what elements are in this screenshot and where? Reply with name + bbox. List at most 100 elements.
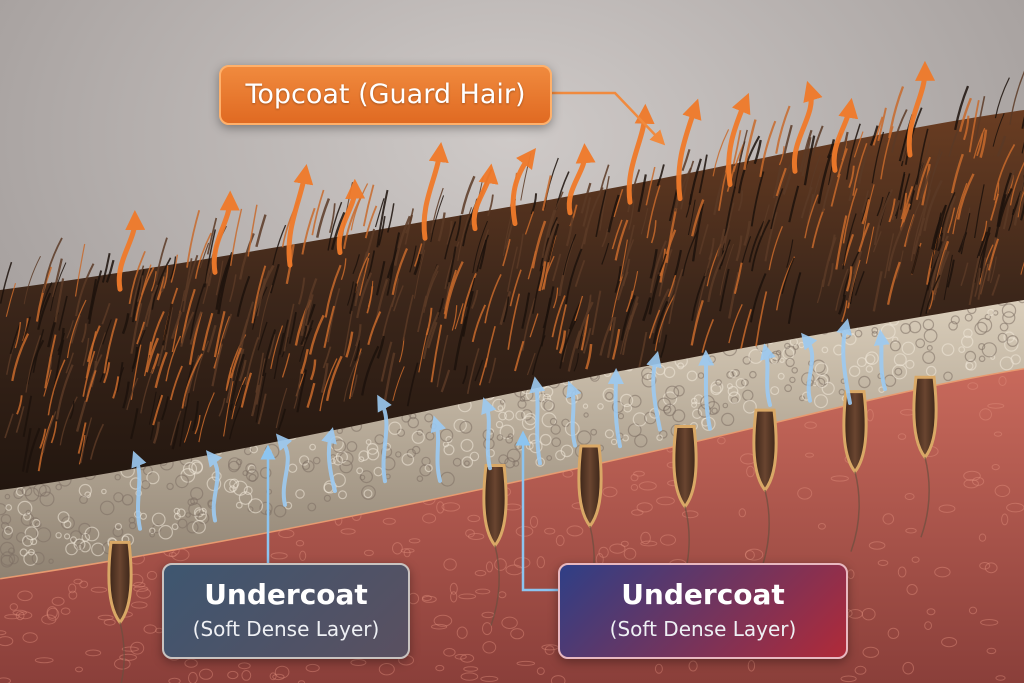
- guard-hair: [704, 252, 713, 277]
- guard-hair: [130, 408, 139, 440]
- guard-hair: [409, 245, 417, 273]
- guard-hair: [82, 350, 96, 397]
- skin-cell: [861, 608, 876, 621]
- guard-hair: [759, 120, 777, 178]
- undercoat-curl: [112, 526, 124, 538]
- undercoat-label-right: Undercoat (Soft Dense Layer): [558, 563, 848, 659]
- guard-hair: [298, 277, 306, 305]
- guard-hair: [582, 327, 592, 354]
- follicle: [842, 390, 868, 475]
- guard-hair: [728, 304, 743, 344]
- guard-hair: [530, 193, 538, 215]
- cool-air-arrow: [205, 450, 223, 523]
- guard-hair: [852, 142, 868, 196]
- skin-cell: [897, 566, 907, 578]
- guard-hair: [180, 311, 195, 347]
- guard-hair: [1021, 116, 1024, 129]
- guard-hair: [611, 328, 621, 360]
- undercoat-curl: [412, 445, 421, 455]
- undercoat-curl: [617, 412, 625, 420]
- guard-hair: [509, 269, 522, 307]
- guard-hair: [869, 125, 879, 146]
- skin-cell: [400, 548, 415, 554]
- skin-cell: [633, 470, 645, 477]
- guard-hair: [460, 273, 477, 325]
- guard-hair: [948, 124, 961, 157]
- guard-hair: [580, 313, 590, 351]
- undercoat-curl: [259, 501, 273, 515]
- guard-hair: [380, 341, 393, 382]
- guard-hair: [223, 381, 234, 437]
- guard-hair: [320, 362, 329, 394]
- follicle: [752, 408, 778, 493]
- skin-cell: [887, 627, 900, 640]
- undercoat-curl: [697, 372, 705, 379]
- undercoat-curl: [309, 443, 317, 451]
- guard-hair: [900, 192, 908, 220]
- undercoat-curl: [517, 399, 527, 409]
- skin-cell: [868, 541, 886, 550]
- guard-hair: [184, 354, 201, 407]
- guard-hair: [471, 289, 479, 309]
- skin-cell: [22, 632, 38, 643]
- guard-hair: [95, 332, 106, 364]
- guard-hair: [1021, 141, 1024, 154]
- guard-hair: [70, 314, 81, 344]
- guard-hair: [425, 307, 433, 336]
- undercoat-curl: [121, 494, 134, 506]
- skin-cell: [12, 609, 27, 616]
- skin-cell: [480, 675, 499, 682]
- undercoat-curl: [999, 322, 1009, 332]
- skin-cell: [274, 665, 290, 679]
- guard-hair: [103, 318, 118, 374]
- guard-hair: [340, 258, 347, 281]
- undercoat-curl: [238, 491, 253, 505]
- guard-hair: [488, 357, 497, 384]
- guard-hair: [14, 322, 22, 349]
- skin-cell: [830, 475, 849, 482]
- undercoat-curl: [23, 551, 38, 566]
- cool-air-arrow: [801, 332, 818, 403]
- guard-hair: [585, 344, 593, 370]
- guard-hair: [606, 316, 617, 359]
- guard-hair: [848, 250, 863, 303]
- guard-hair: [150, 271, 157, 292]
- undercoat-curl: [338, 490, 348, 500]
- guard-hair: [835, 215, 848, 270]
- guard-hair: [391, 248, 409, 295]
- guard-hair: [75, 263, 95, 317]
- guard-hair: [462, 365, 468, 385]
- guard-hair: [52, 258, 63, 298]
- guard-hair: [884, 233, 895, 279]
- skin-cell: [620, 540, 629, 547]
- warm-air-arrow: [336, 178, 366, 256]
- guard-hair: [973, 127, 986, 159]
- undercoat-curl: [192, 520, 206, 534]
- undercoat-curl: [229, 478, 240, 489]
- guard-hair: [915, 156, 932, 200]
- skin-cell: [566, 525, 584, 537]
- skin-cell: [431, 623, 448, 630]
- skin-cell: [305, 663, 320, 673]
- guard-hair: [580, 182, 592, 214]
- guard-hair: [599, 316, 615, 356]
- guard-hair: [1002, 197, 1011, 230]
- skin-cell: [51, 596, 65, 606]
- guard-hair: [547, 191, 564, 238]
- guard-hair: [136, 321, 146, 345]
- guard-hair: [430, 187, 444, 234]
- cool-air-arrow: [873, 329, 890, 392]
- follicle: [107, 540, 133, 625]
- undercoat-curl: [182, 461, 198, 477]
- guard-hair: [614, 219, 629, 261]
- guard-hair: [169, 365, 183, 401]
- undercoat-curl: [854, 329, 863, 338]
- guard-hair: [935, 250, 950, 289]
- guard-hair: [66, 299, 87, 359]
- guard-hair: [611, 219, 623, 250]
- guard-hair: [275, 387, 288, 429]
- guard-hair: [502, 296, 510, 323]
- guard-hair: [231, 376, 247, 420]
- undercoat-curl: [3, 525, 14, 535]
- skin-cell: [0, 636, 14, 647]
